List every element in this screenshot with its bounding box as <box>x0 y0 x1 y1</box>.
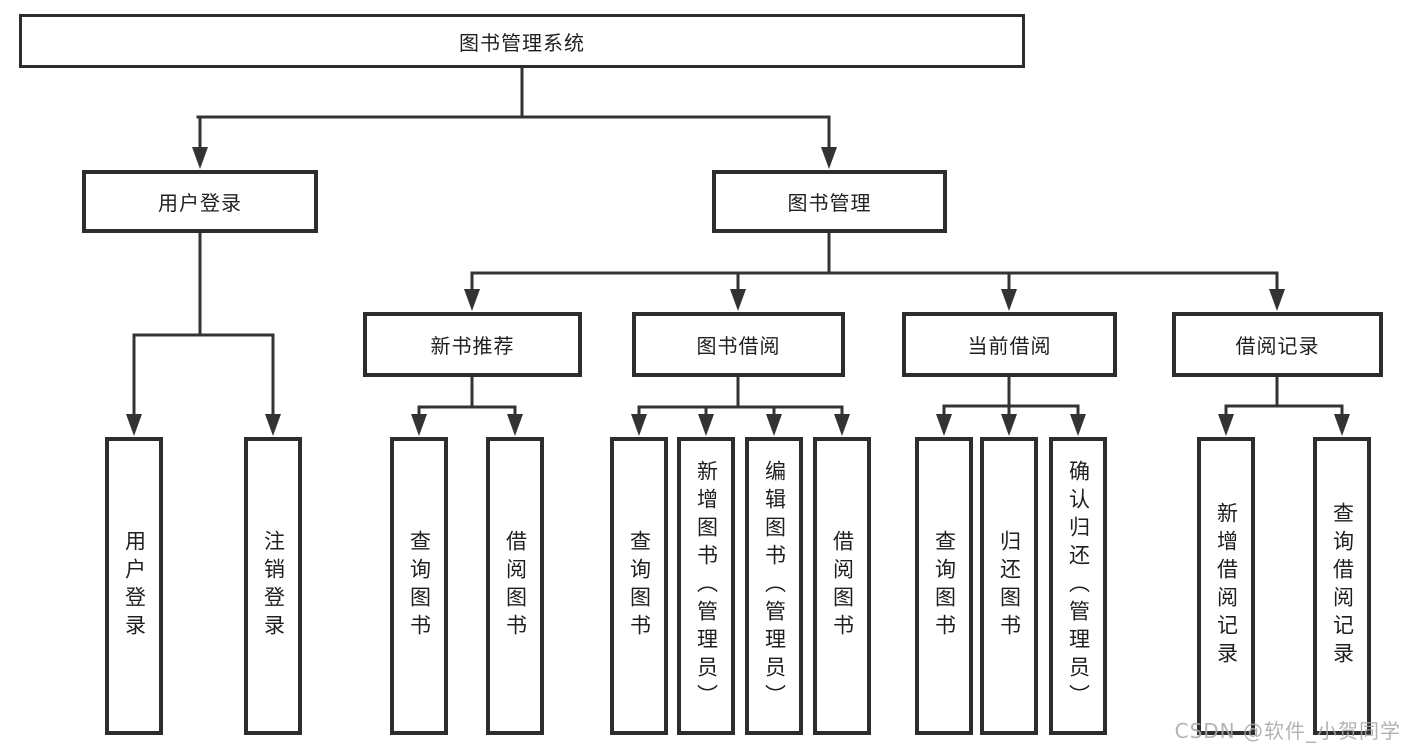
node-user-login-label: 用户登录 <box>158 191 242 215</box>
node-new-book-recommend: 新书推荐 <box>363 312 582 377</box>
leaf-query-book-current-label: 查询图书 <box>932 530 957 642</box>
leaf-confirm-return-admin: 确认归还（管理员） <box>1049 437 1107 735</box>
node-user-login: 用户登录 <box>82 170 318 233</box>
node-book-management-label: 图书管理 <box>787 191 872 215</box>
node-library-management-system: 图书管理系统 <box>19 14 1025 68</box>
leaf-user-login: 用户登录 <box>105 437 163 735</box>
node-borrow-records-label: 借阅记录 <box>1235 334 1320 358</box>
leaf-query-book-recommend: 查询图书 <box>390 437 448 735</box>
leaf-user-login-label: 用户登录 <box>122 530 147 642</box>
leaf-add-borrow-record-label: 新增借阅记录 <box>1214 502 1239 670</box>
leaf-confirm-return-admin-label: 确认归还（管理员） <box>1066 460 1091 712</box>
node-library-management-system-label: 图书管理系统 <box>459 30 585 55</box>
csdn-watermark: CSDN @软件_小贺同学 <box>1174 719 1401 743</box>
leaf-query-book-borrow: 查询图书 <box>610 437 668 735</box>
leaf-add-borrow-record: 新增借阅记录 <box>1197 437 1255 735</box>
leaf-logout: 注销登录 <box>244 437 302 735</box>
node-new-book-recommend-label: 新书推荐 <box>430 334 515 358</box>
leaf-edit-book-admin-label: 编辑图书（管理员） <box>762 460 787 712</box>
leaf-add-book-admin-label: 新增图书（管理员） <box>694 460 719 712</box>
node-book-borrow-label: 图书借阅 <box>696 334 781 358</box>
node-current-borrow-label: 当前借阅 <box>967 334 1052 358</box>
leaf-borrow-book-label: 借阅图书 <box>830 530 855 642</box>
node-borrow-records: 借阅记录 <box>1172 312 1383 377</box>
leaf-borrow-book-recommend-label: 借阅图书 <box>503 530 528 642</box>
leaf-return-book: 归还图书 <box>980 437 1038 735</box>
leaf-edit-book-admin: 编辑图书（管理员） <box>745 437 803 735</box>
leaf-query-book-current: 查询图书 <box>915 437 973 735</box>
leaf-borrow-book: 借阅图书 <box>813 437 871 735</box>
leaf-borrow-book-recommend: 借阅图书 <box>486 437 544 735</box>
leaf-query-book-recommend-label: 查询图书 <box>407 530 432 642</box>
leaf-logout-label: 注销登录 <box>261 530 286 642</box>
leaf-query-book-borrow-label: 查询图书 <box>627 530 652 642</box>
leaf-query-borrow-record: 查询借阅记录 <box>1313 437 1371 735</box>
node-book-borrow: 图书借阅 <box>632 312 845 377</box>
leaf-add-book-admin: 新增图书（管理员） <box>677 437 735 735</box>
arrowheads <box>126 147 1350 436</box>
leaf-return-book-label: 归还图书 <box>997 530 1022 642</box>
leaf-query-borrow-record-label: 查询借阅记录 <box>1330 502 1355 670</box>
node-current-borrow: 当前借阅 <box>902 312 1117 377</box>
node-book-management: 图书管理 <box>712 170 947 233</box>
